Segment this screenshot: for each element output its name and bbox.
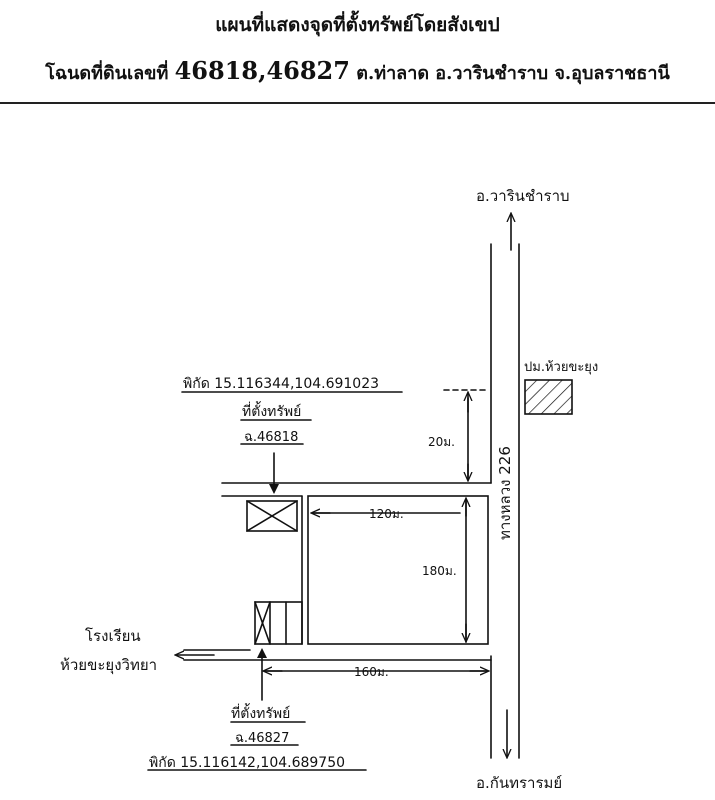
highway-name-label: ทางหลวง 226: [496, 446, 514, 540]
subtitle-prefix: โฉนดที่ดินเลขที่: [45, 63, 169, 84]
property-bottom-deed: ฉ.46827: [235, 731, 289, 746]
south-destination-label: อ.กันทรารมย์: [476, 774, 562, 792]
subtitle-location: ต.ท่าลาด อ.วารินชำราบ จ.อุบลราชธานี: [356, 63, 670, 84]
main-plot: [307, 495, 489, 645]
north-destination-label: อ.วารินชำราบ: [476, 187, 570, 205]
deed-numbers: 46818,46827: [174, 56, 350, 85]
school-label-line1: โรงเรียน: [85, 627, 141, 645]
school-label-line2: ห้วยขะยุงวิทยา: [60, 656, 157, 675]
map-header: แผนที่แสดงจุดที่ตั้งทรัพย์โดยสังเขป โฉนด…: [0, 0, 715, 106]
distance-120m-label: 120ม.: [369, 507, 404, 521]
property-bottom-label: ที่ตั้งทรัพย์: [231, 703, 290, 722]
property-box-46818: [246, 500, 298, 532]
gas-station-label: ปม.ห้วยขะยุง: [524, 360, 598, 375]
coordinates-bottom-label: พิกัด 15.116142,104.689750: [149, 755, 345, 771]
property-top-deed: ฉ.46818: [244, 430, 298, 445]
map-subtitle: โฉนดที่ดินเลขที่ 46818,46827 ต.ท่าลาด อ.…: [0, 56, 715, 87]
coordinates-top-label: พิกัด 15.116344,104.691023: [183, 376, 379, 392]
distance-20m-label: 20ม.: [428, 435, 455, 449]
property-top-label: ที่ตั้งทรัพย์: [242, 401, 301, 420]
property-box-46818-cross-b: [246, 500, 298, 532]
gas-station-marker: [524, 379, 573, 415]
map-title: แผนที่แสดงจุดที่ตั้งทรัพย์โดยสังเขป: [215, 14, 500, 36]
distance-180m-label: 180ม.: [422, 564, 457, 578]
property-box-46827: [254, 601, 303, 645]
distance-160m-label: 160ม.: [354, 665, 389, 679]
property-box-46827-cross-b: [254, 601, 271, 645]
header-divider: [0, 102, 715, 104]
